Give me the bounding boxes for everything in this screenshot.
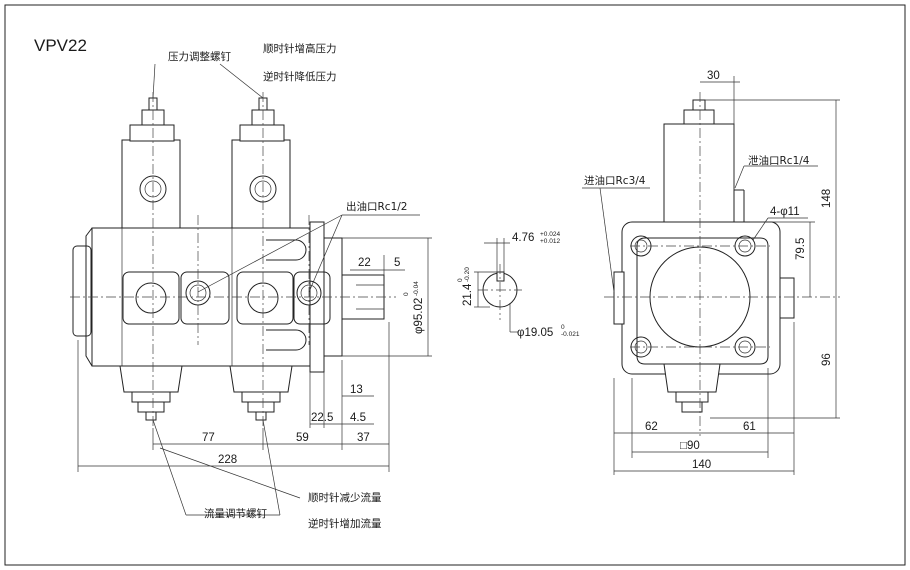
label-ccw-pressure: 逆时针降低压力 — [263, 70, 337, 83]
dim-228: 228 — [218, 454, 237, 466]
dim-shaft-dia-detail-upper: 0 — [561, 324, 565, 331]
dim-key-height: 21.4 — [462, 283, 474, 306]
dim-key-height-upper: 0 — [457, 278, 464, 282]
dim-key-width: 4.76 — [512, 232, 534, 244]
label-drain-port: 泄油口Rc1/4 — [748, 154, 810, 167]
dim-shaft-diameter: φ95.02 — [413, 298, 425, 334]
label-cw-flow: 顺时针减少流量 — [308, 491, 382, 504]
dim-37: 37 — [357, 432, 370, 444]
dim-59: 59 — [296, 432, 309, 444]
dim-77: 77 — [202, 432, 215, 444]
dim-22: 22 — [358, 257, 371, 269]
side-view-dimensions: 77 59 37 228 22.5 4.5 13 22 5 φ95.02 0 -… — [77, 237, 432, 472]
dim-shaft-diameter-lower: -0.04 — [413, 281, 420, 296]
front-view — [604, 92, 840, 436]
dim-shaft-diameter-upper: 0 — [403, 292, 410, 296]
dim-140: 140 — [692, 459, 711, 471]
dim-shaft-dia-detail-lower: -0.021 — [561, 331, 580, 338]
dim-key-width-upper: +0.024 — [540, 231, 560, 238]
front-view-labels: 进油口Rc3/4 泄油口Rc1/4 4-φ11 — [582, 154, 818, 293]
dim-96: 96 — [821, 353, 833, 366]
dim-13: 13 — [350, 384, 363, 396]
drawing-border — [4, 4, 906, 566]
dim-22-5: 22.5 — [311, 412, 333, 424]
dim-30: 30 — [707, 70, 720, 82]
model-title: VPV22 — [34, 36, 87, 55]
dim-5: 5 — [394, 257, 400, 269]
dim-79-5: 79.5 — [795, 238, 807, 260]
dim-61: 61 — [743, 421, 756, 433]
dim-148: 148 — [821, 189, 833, 208]
shaft-section-detail: 4.76 +0.024 +0.012 21.4 0 -0.20 φ19.05 0… — [457, 231, 580, 339]
dim-key-width-lower: +0.012 — [540, 238, 560, 245]
dim-square-90: □90 — [680, 440, 700, 452]
dim-62: 62 — [645, 421, 658, 433]
dim-key-height-lower: -0.20 — [464, 267, 471, 282]
label-flow-screw: 流量调节螺钉 — [204, 507, 267, 520]
side-view-labels: 压力调整螺钉 顺时针增高压力 逆时针降低压力 出油口Rc1/2 流量调节螺钉 顺… — [152, 42, 420, 530]
label-pressure-screw: 压力调整螺钉 — [168, 50, 231, 63]
dim-4-5: 4.5 — [350, 412, 366, 424]
dim-shaft-dia-detail: φ19.05 — [517, 327, 553, 339]
label-ccw-flow: 逆时针增加流量 — [308, 517, 382, 530]
label-cw-pressure: 顺时针增高压力 — [263, 42, 337, 55]
svg-text:φ95.02: φ95.02 — [413, 298, 425, 334]
label-bolt-holes: 4-φ11 — [770, 206, 800, 218]
front-view-dimensions: 30 148 79.5 96 62 61 □90 140 — [613, 70, 840, 475]
label-outlet-port: 出油口Rc1/2 — [346, 200, 407, 213]
label-inlet-port: 进油口Rc3/4 — [584, 174, 646, 187]
side-view — [70, 92, 396, 428]
